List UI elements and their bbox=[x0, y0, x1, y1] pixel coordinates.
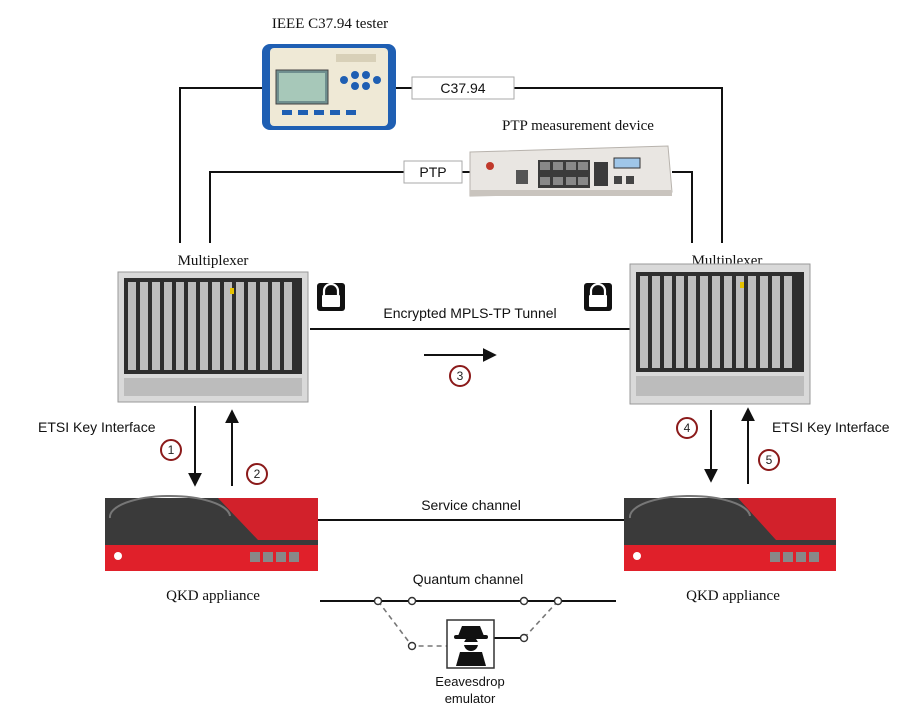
tester-title: IEEE C37.94 tester bbox=[272, 16, 388, 32]
eavesdrop-label-line2: emulator bbox=[445, 691, 496, 706]
svg-text:C37.94: C37.94 bbox=[440, 80, 485, 96]
eavesdropper-icon bbox=[446, 619, 495, 669]
qkd-left-title: QKD appliance bbox=[166, 588, 260, 604]
ptp-wire bbox=[209, 171, 693, 243]
qkd-right-title: QKD appliance bbox=[686, 588, 780, 604]
eavesdrop-tap-left bbox=[377, 600, 447, 647]
qkd-appliance-right bbox=[624, 495, 836, 571]
etsi-label-left: ETSI Key Interface bbox=[38, 419, 156, 435]
mux-left-title: Multiplexer bbox=[178, 253, 249, 269]
svg-text:5: 5 bbox=[766, 453, 773, 467]
c3794-label-box: C37.94 bbox=[411, 76, 515, 100]
svg-text:2: 2 bbox=[254, 467, 261, 481]
step-1: 1 bbox=[160, 439, 182, 461]
step-5: 5 bbox=[758, 449, 780, 471]
c3794-tester-device bbox=[262, 44, 396, 130]
multiplexer-left bbox=[117, 271, 309, 403]
ptp-device-title: PTP measurement device bbox=[502, 118, 654, 134]
ptp-label-box: PTP bbox=[403, 160, 463, 184]
svg-text:PTP: PTP bbox=[419, 164, 446, 180]
etsi-label-right: ETSI Key Interface bbox=[772, 419, 890, 435]
step-2: 2 bbox=[246, 463, 268, 485]
eavesdrop-label-line1: Eeavesdrop bbox=[435, 674, 504, 689]
c3794-wire bbox=[179, 87, 723, 243]
step-4: 4 bbox=[676, 417, 698, 439]
qkd-appliance-left bbox=[105, 495, 318, 571]
quantum-channel-nodes bbox=[373, 596, 563, 651]
svg-text:1: 1 bbox=[168, 443, 175, 457]
ptp-measurement-device bbox=[469, 145, 673, 197]
lock-icon bbox=[584, 282, 612, 311]
lock-icon bbox=[317, 282, 345, 311]
quantum-channel-label: Quantum channel bbox=[413, 571, 524, 587]
multiplexer-right bbox=[629, 263, 811, 405]
svg-text:4: 4 bbox=[684, 421, 691, 435]
step-3: 3 bbox=[449, 365, 471, 387]
service-channel-label: Service channel bbox=[421, 497, 521, 513]
tunnel-label: Encrypted MPLS-TP Tunnel bbox=[383, 305, 556, 321]
eavesdrop-tap-right bbox=[523, 600, 559, 639]
svg-text:3: 3 bbox=[457, 369, 464, 383]
